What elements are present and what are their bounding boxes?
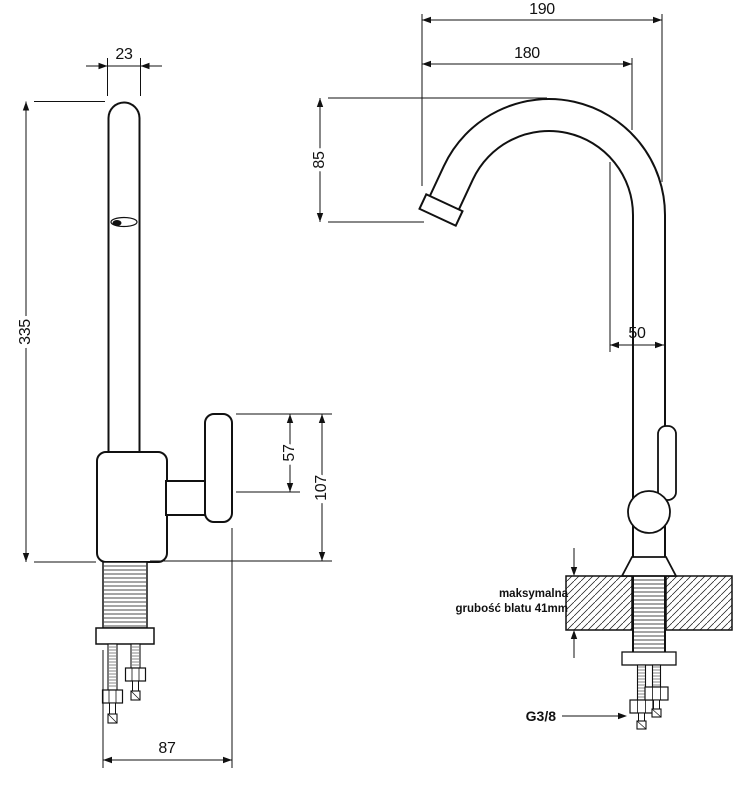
arrow-icon	[22, 101, 30, 111]
arrow-icon	[422, 16, 431, 24]
arrow-icon	[223, 756, 232, 764]
arrow-icon	[140, 62, 150, 70]
right-nut-a	[629, 699, 654, 714]
dimension-reach-inner	[422, 58, 633, 130]
thread-size-label: G3/8	[526, 708, 557, 724]
valve-body	[627, 490, 671, 534]
countertop-left-section	[565, 575, 633, 631]
left-nut-a-facets	[108, 690, 117, 703]
dimension-countertop-thickness	[570, 548, 578, 658]
dim-label-57: 57	[281, 444, 298, 462]
right-stud-b-tip-hatch	[651, 708, 662, 718]
dim-label-107: 107	[313, 475, 330, 501]
dimension-handle-upper	[236, 413, 332, 493]
left-shank-threads	[104, 565, 146, 627]
right-spout-fill	[427, 100, 664, 652]
dimension-lines	[22, 14, 664, 768]
left-nut-b	[124, 667, 147, 682]
right-shank-threads	[634, 579, 664, 649]
right-nut-a-facets	[637, 700, 646, 713]
right-nut-b-facets	[652, 687, 661, 700]
dim-label-180: 180	[514, 45, 540, 62]
arrow-icon	[655, 341, 664, 349]
right-stud-a-lower	[638, 712, 645, 722]
arrow-icon	[286, 414, 294, 423]
arrow-icon	[103, 756, 112, 764]
right-spout-outline	[426, 98, 666, 652]
left-handle	[204, 413, 233, 523]
countertop-right-section	[665, 575, 733, 631]
countertop-note-line2: grubość blatu 41mm	[456, 603, 568, 615]
arrow-icon	[610, 341, 619, 349]
dimension-arc-height	[316, 97, 547, 223]
arrow-icon	[570, 630, 578, 639]
left-shank	[102, 561, 148, 629]
left-washer	[95, 627, 155, 645]
arrow-icon	[316, 213, 324, 222]
dimension-spout-width	[86, 58, 162, 96]
right-stud-b-lower	[653, 699, 660, 710]
dimension-base-width	[102, 528, 233, 768]
arrow-icon	[318, 414, 326, 423]
spout-tip-collar	[418, 192, 464, 228]
arrow-icon	[22, 553, 30, 562]
dimension-total-height	[22, 101, 105, 563]
arrow-icon	[623, 60, 632, 68]
right-handle	[657, 425, 677, 501]
dim-label-87: 87	[158, 740, 176, 757]
left-stud-b-threads	[132, 646, 139, 666]
left-stud-b-tip-hatch	[130, 690, 141, 701]
dimension-offset	[609, 162, 664, 352]
aerator-dot-icon	[112, 220, 122, 226]
left-stud-a-tip-hatch	[107, 713, 118, 724]
dimension-labels: 23 335 57 107 87 190 180 85 50 maksymaln…	[14, 1, 647, 757]
right-washer	[621, 651, 677, 666]
base-flange	[620, 556, 678, 577]
arrow-icon	[422, 60, 431, 68]
left-stud-a-threads	[109, 646, 116, 687]
left-view	[95, 101, 233, 724]
left-body	[96, 451, 168, 563]
right-stud-a-tip-hatch	[636, 720, 647, 730]
countertop-note-line1: maksymalna	[499, 588, 569, 600]
left-stud-a-lower	[109, 702, 116, 715]
right-view	[418, 98, 733, 730]
right-stud-b-threads	[653, 666, 660, 686]
left-nut-a	[101, 689, 124, 704]
left-handle-connector	[165, 480, 208, 516]
arrow-icon	[316, 98, 324, 107]
dim-label-335: 335	[17, 319, 34, 345]
dim-label-190: 190	[529, 1, 555, 18]
right-stud-a-threads	[638, 666, 645, 698]
right-nut-b	[644, 686, 669, 701]
dimension-handle-total	[150, 414, 332, 562]
left-nut-b-facets	[131, 668, 140, 681]
arrow-icon	[570, 567, 578, 576]
arrow-icon	[318, 552, 326, 561]
dimension-reach-outer	[421, 14, 663, 186]
dim-label-50: 50	[628, 325, 646, 342]
left-stud-b-lower	[132, 680, 139, 692]
dim-label-23: 23	[115, 46, 133, 63]
arrow-icon	[618, 712, 627, 720]
arrow-icon	[98, 62, 108, 70]
arrow-icon	[286, 483, 294, 492]
dim-label-85: 85	[311, 151, 328, 169]
arrow-icon	[653, 16, 662, 24]
thread-size-pointer	[562, 712, 627, 720]
